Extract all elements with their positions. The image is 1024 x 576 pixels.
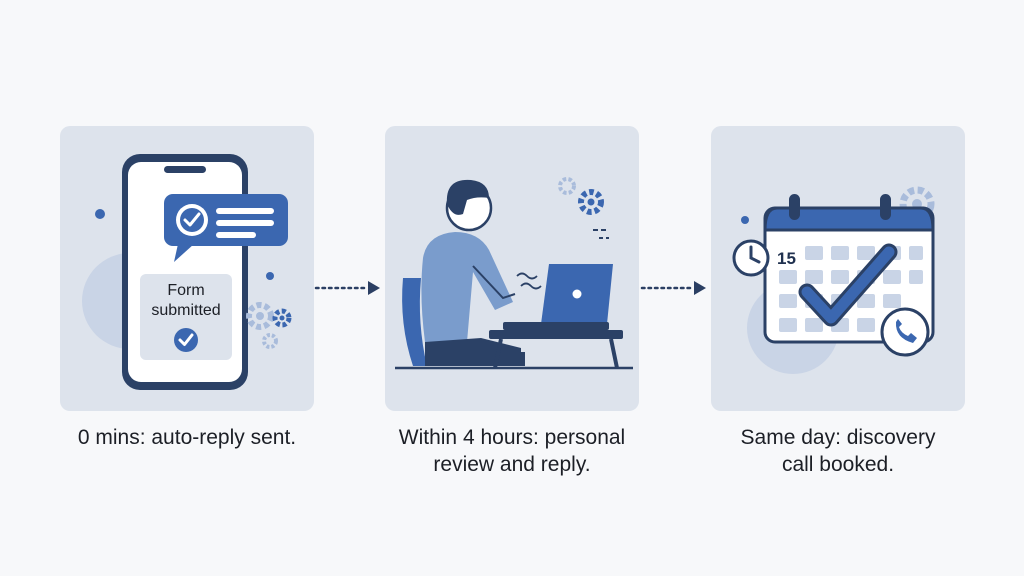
- form-card: [140, 274, 232, 360]
- step-3-caption: Same day: discovery call booked.: [693, 424, 983, 478]
- gear-icon: [246, 302, 274, 330]
- caption-line: Same day: discovery: [740, 426, 936, 449]
- caption-line: call booked.: [781, 453, 895, 476]
- check-circle-icon: [174, 328, 198, 352]
- flow-arrow-2: [640, 281, 706, 295]
- chat-bubble-check-icon: [164, 194, 288, 262]
- step-3-panel: 15: [711, 126, 965, 411]
- checkmark-icon: [798, 243, 898, 327]
- clock-icon: [732, 239, 770, 277]
- gear-icon: [578, 189, 604, 215]
- step-1-caption: 0 mins: auto-reply sent.: [42, 424, 332, 451]
- step-2-panel: [385, 126, 639, 411]
- chair-icon: [402, 278, 427, 366]
- person-icon: [421, 179, 525, 366]
- caption-line: Within 4 hours: personal: [398, 426, 626, 449]
- calendar-date: 15: [777, 249, 796, 268]
- gear-icon: [272, 308, 292, 328]
- form-submitted-label: Form submitted: [151, 282, 221, 319]
- step-1-panel: Form submitted: [60, 126, 314, 411]
- step-3-illustration: [732, 186, 935, 374]
- desk-icon: [395, 330, 633, 370]
- gear-icon: [262, 333, 278, 349]
- caption-line: 0 mins: auto-reply sent.: [77, 426, 297, 449]
- step-2-caption: Within 4 hours: personal review and repl…: [367, 424, 657, 478]
- caption-line: review and reply.: [433, 453, 591, 476]
- step-2-illustration: [395, 177, 633, 370]
- step-1-illustration: [82, 154, 292, 390]
- gear-icon: [558, 177, 576, 195]
- dot-decor: [741, 216, 749, 224]
- dot-decor: [266, 272, 274, 280]
- phone-call-icon: [880, 307, 930, 357]
- dot-decor: [95, 209, 105, 219]
- laptop-icon: [503, 264, 613, 330]
- flow-arrow-1: [314, 281, 380, 295]
